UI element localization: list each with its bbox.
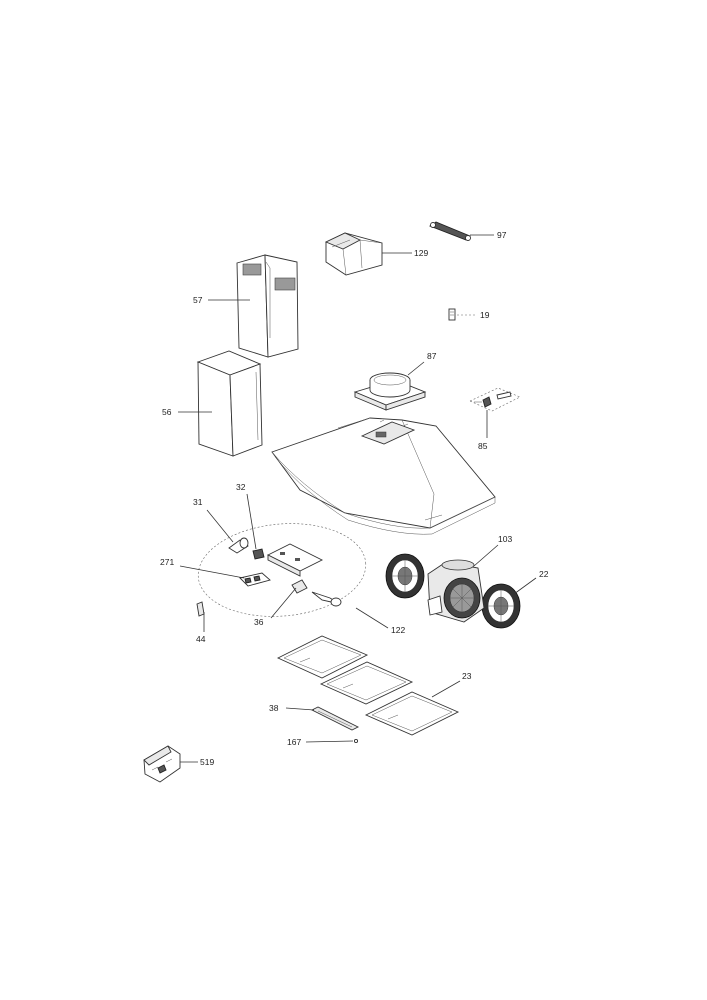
label-129: 129	[414, 248, 428, 258]
part-light-bracket	[266, 543, 324, 577]
part-23-grease-filter-2	[319, 661, 414, 705]
part-519-installation-kit	[143, 745, 181, 783]
label-85: 85	[478, 441, 488, 451]
label-519: 519	[200, 757, 214, 767]
label-31: 31	[193, 497, 203, 507]
part-44-clip	[196, 601, 205, 617]
part-167-screw	[353, 738, 359, 744]
part-56-lower-chimney	[196, 350, 263, 457]
part-85-control-switch	[469, 387, 521, 412]
part-36-socket	[291, 579, 342, 607]
part-271-switch-board	[239, 572, 271, 587]
label-22: 22	[539, 569, 549, 579]
lighting-assembly-outline	[197, 523, 367, 617]
leader-87	[407, 361, 425, 376]
label-19: 19	[480, 310, 490, 320]
label-38: 38	[269, 703, 279, 713]
part-87-connector-plate	[353, 372, 427, 411]
part-32-lamp-holder	[252, 548, 265, 560]
leader-38	[285, 707, 315, 711]
label-271: 271	[160, 557, 174, 567]
label-57: 57	[193, 295, 203, 305]
label-167: 167	[287, 737, 301, 747]
part-97-cable	[429, 221, 471, 241]
leader-23	[431, 680, 461, 698]
leader-32	[246, 493, 257, 550]
label-103: 103	[498, 534, 512, 544]
leader-22	[513, 577, 537, 595]
leader-167	[305, 740, 354, 743]
leader-122	[355, 607, 389, 629]
label-44: 44	[196, 634, 206, 644]
part-23-grease-filter-1	[276, 635, 369, 679]
leader-31	[206, 509, 234, 543]
part-19-screw	[448, 308, 456, 321]
part-129-duct-adapter	[324, 232, 383, 276]
label-23: 23	[462, 671, 472, 681]
label-32: 32	[236, 482, 246, 492]
label-97: 97	[497, 230, 507, 240]
part-31-lamp	[228, 537, 249, 554]
leader-36	[270, 587, 297, 619]
label-87: 87	[427, 351, 437, 361]
part-38-handle-bar	[310, 706, 360, 731]
label-36: 36	[254, 617, 264, 627]
part-57-upper-chimney	[236, 254, 299, 358]
part-103-motor	[427, 559, 485, 623]
label-56: 56	[162, 407, 172, 417]
label-122: 122	[391, 625, 405, 635]
part-22-carbon-filter-right	[481, 583, 521, 629]
part-23-grease-filter-3	[364, 691, 460, 736]
part-22-carbon-filter-left	[385, 553, 425, 599]
part-hood-canopy	[271, 417, 496, 535]
leader-103	[473, 544, 499, 567]
leader-271	[179, 565, 245, 579]
